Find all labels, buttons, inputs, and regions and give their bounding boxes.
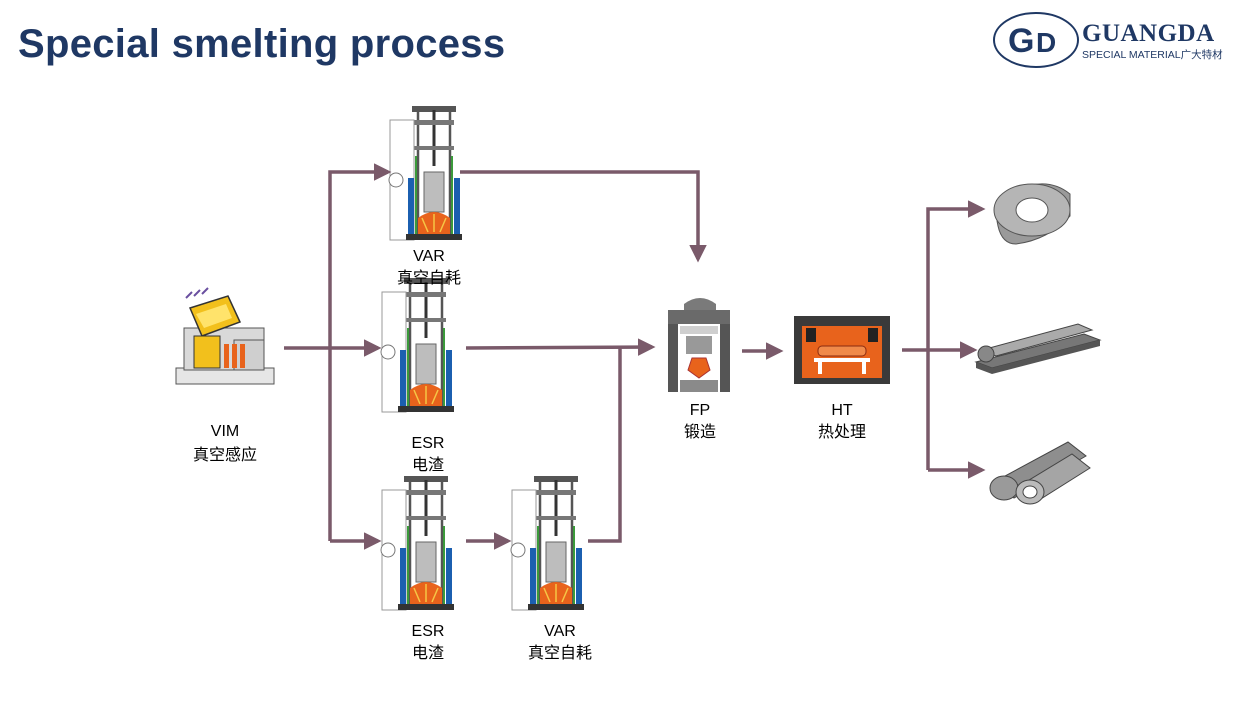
step-label-var-bottom: VAR 真空自耗 <box>528 621 592 665</box>
vim-furnace-icon <box>175 287 275 385</box>
var-top-furnace-icon <box>387 104 464 242</box>
esr-bottom-furnace-icon <box>379 474 456 612</box>
svg-text:D: D <box>1036 27 1056 58</box>
step-code: VIM <box>210 423 240 440</box>
step-name: 真空自耗 <box>396 270 462 287</box>
step-label-ht: HT 热处理 <box>818 400 866 444</box>
step-label-esr-bottom: ESR 电渣 <box>412 621 445 665</box>
step-name: 电渣 <box>411 645 444 662</box>
step-code: VAR <box>413 248 445 265</box>
step-name: 真空自耗 <box>527 645 593 662</box>
step-code: ESR <box>411 435 445 452</box>
esr-mid-furnace-icon <box>379 276 456 414</box>
var-bottom-furnace-icon <box>509 474 586 612</box>
page-title: Special smelting process <box>18 22 506 66</box>
forging-press-icon <box>668 298 730 392</box>
company-logo: G D GUANGDA SPECIAL MATERIAL广大特材 <box>992 10 1232 70</box>
step-label-esr-mid: ESR 电渣 <box>412 433 445 477</box>
step-name: 真空感应 <box>192 447 258 464</box>
arrow-to-var-top <box>328 163 392 541</box>
arrow-var-top-to-fp <box>460 170 707 263</box>
step-name: 电渣 <box>411 457 444 474</box>
step-name: 热处理 <box>817 424 867 441</box>
arrow-to-ring <box>926 200 986 470</box>
step-name: 锻造 <box>683 424 717 441</box>
step-code: HT <box>831 402 853 419</box>
svg-text:G: G <box>1008 22 1034 60</box>
step-label-var-top: VAR 真空自耗 <box>397 246 461 290</box>
brand-name: GUANGDA <box>1082 20 1215 47</box>
arrow-var-bottom-to-fp <box>588 347 622 543</box>
step-code: VAR <box>544 623 576 640</box>
step-code: FP <box>689 402 711 419</box>
step-label-vim: VIM 真空感应 <box>193 421 257 467</box>
ring-forging-product-icon <box>993 183 1071 245</box>
brand-tagline: SPECIAL MATERIAL广大特材 <box>1082 49 1223 61</box>
rail-bar-product-icon <box>974 323 1102 374</box>
pipe-tube-product-icon <box>989 441 1091 505</box>
arrow-esr-mid-to-fp <box>465 338 656 356</box>
step-code: ESR <box>411 623 445 640</box>
step-label-fp: FP 锻造 <box>684 400 716 444</box>
heat-treatment-furnace-icon <box>794 316 890 384</box>
gd-logo-icon: G D <box>993 12 1079 68</box>
